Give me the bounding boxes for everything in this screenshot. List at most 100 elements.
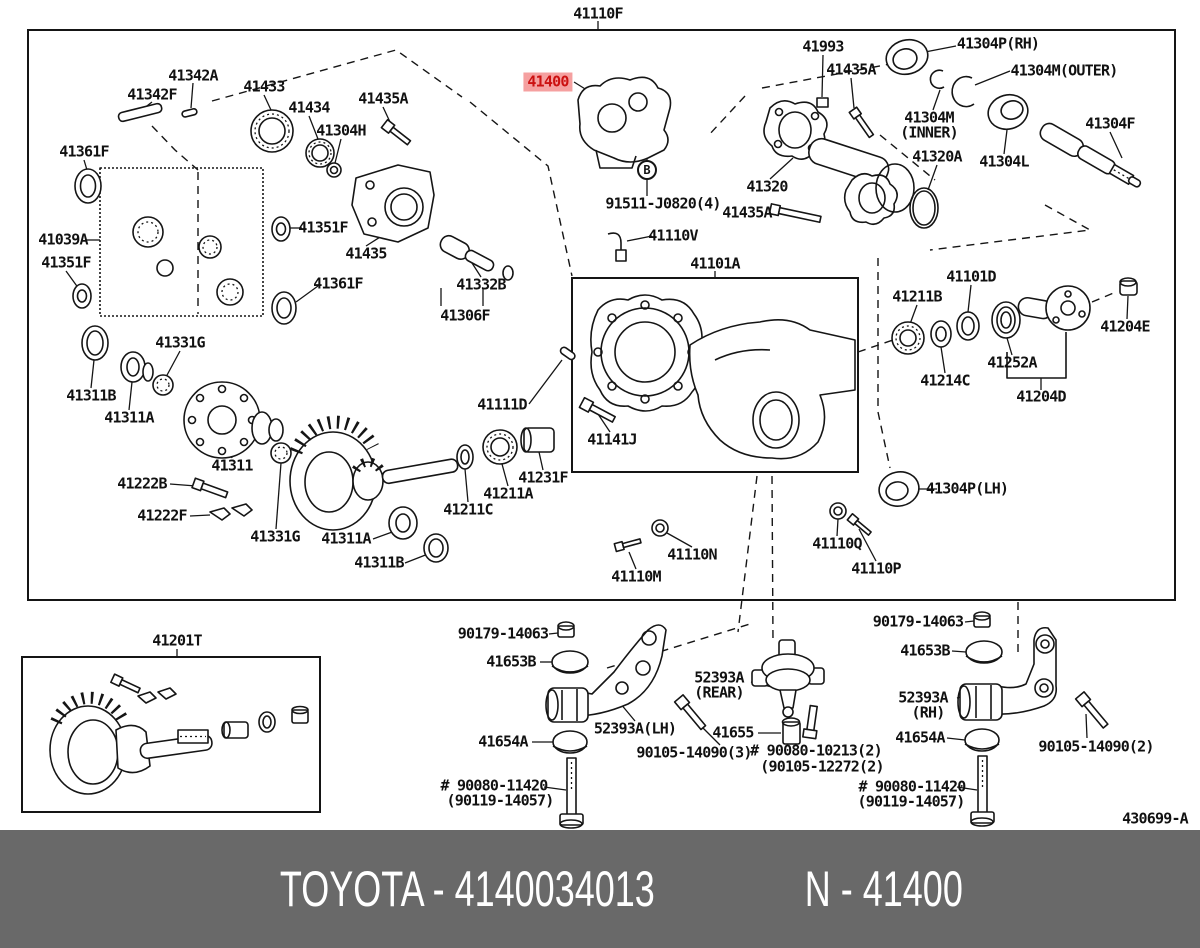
- part-drawing-mount-rh: [957, 611, 1109, 827]
- part-label-41342a: 41342A: [168, 66, 218, 85]
- part-drawing-bolt-41435a-top-left: [380, 118, 412, 146]
- part-drawing-diff-case-41311: [183, 381, 284, 459]
- part-label-41110m: 41110M: [611, 567, 661, 586]
- part-label-90105-12272-2: (90105-12272(2): [760, 757, 884, 776]
- part-label-inner: (INNER): [900, 123, 958, 142]
- part-drawing-carrier-housing: [688, 319, 856, 460]
- part-drawing-seal-41361f: [74, 168, 102, 204]
- part-label-90105-14090-2: 90105-14090(2): [1038, 737, 1154, 756]
- part-drawing-pinion-bearing-row: [456, 427, 555, 470]
- part-drawing-actuator-41400: [577, 76, 672, 169]
- part-drawing-seal-41304p-rh: [885, 38, 929, 76]
- part-drawing-shaft-41304f: [1039, 122, 1142, 188]
- diagram-artwork: [21, 21, 1176, 829]
- part-label-41110p: 41110P: [851, 559, 901, 578]
- part-label-41306f: 41306F: [440, 306, 490, 325]
- part-label-41654a: 41654A: [895, 728, 945, 747]
- part-label-rh: (RH): [911, 703, 946, 722]
- part-label-41201t: 41201T: [152, 631, 202, 650]
- part-drawing-gear-kit-41201t: [49, 673, 309, 795]
- banner-make-and-part-code: TOYOTA - 4140034013: [279, 861, 655, 917]
- part-drawing-bearing-41304l: [987, 93, 1029, 131]
- part-label-41304m: 41304M: [904, 108, 954, 127]
- footer-banner: TOYOTA - 4140034013 N - 41400: [0, 830, 1200, 948]
- part-label-41110q: 41110Q: [812, 534, 862, 553]
- part-drawing-mount-rear: [673, 639, 825, 745]
- part-label-41433: 41433: [243, 77, 285, 96]
- part-label-rear: (REAR): [694, 683, 744, 702]
- part-label-41304f: 41304F: [1085, 114, 1135, 133]
- part-label-41435a: 41435A: [358, 89, 408, 108]
- part-label-41654a: 41654A: [478, 732, 528, 751]
- part-label-41653b: 41653B: [900, 641, 950, 660]
- part-label-41361f: 41361F: [313, 274, 363, 293]
- part-drawing-coupling-41433: [250, 109, 294, 153]
- part-label-90179-14063: 90179-14063: [457, 624, 549, 643]
- part-label-41304l: 41304L: [979, 152, 1029, 171]
- part-label-430699-a: 430699-A: [1122, 809, 1189, 828]
- part-label-41351f: 41351F: [298, 218, 348, 237]
- part-label-41655: 41655: [712, 723, 754, 742]
- part-label-90119-14057: (90119-14057): [446, 791, 554, 810]
- part-drawing-cover-plate: [590, 294, 703, 412]
- part-label-52393a: 52393A: [694, 668, 744, 687]
- part-label-41204d: 41204D: [1016, 387, 1066, 406]
- part-label-90179-14063: 90179-14063: [872, 612, 964, 631]
- part-label-41653b: 41653B: [486, 652, 536, 671]
- part-drawing-ring-gear: [289, 415, 459, 531]
- part-label-41434: 41434: [288, 98, 330, 117]
- part-label-41331g: 41331G: [155, 333, 205, 352]
- part-drawing-race-41101d: [956, 311, 980, 341]
- part-label-41110f: 41110F: [573, 4, 623, 23]
- part-label-41231f: 41231F: [518, 468, 568, 487]
- part-label-52393a-lh: 52393A(LH): [593, 719, 677, 738]
- part-label-90080-11420: # 90080-11420: [858, 777, 966, 796]
- main-diagram-frame: [27, 29, 1176, 601]
- part-label-41222b: 41222B: [117, 474, 167, 493]
- part-label-91511-j0820-4: 91511-J0820(4): [605, 194, 721, 213]
- part-label-41211a: 41211A: [483, 484, 533, 503]
- part-label-41304m-outer: 41304M(OUTER): [1010, 61, 1118, 80]
- part-label-41304h: 41304H: [316, 121, 366, 140]
- part-drawing-bolt-41435a-top-right: [848, 106, 875, 139]
- part-drawing-snapring-inner: [929, 69, 945, 90]
- part-drawing-grommets: [613, 502, 872, 553]
- part-label-41993: 41993: [802, 37, 844, 56]
- part-label-41435: 41435: [345, 244, 387, 263]
- part-label-41304p-lh: 41304P(LH): [925, 479, 1009, 498]
- part-label-41342f: 41342F: [127, 85, 177, 104]
- part-drawing-washers-41351f: [72, 216, 297, 325]
- part-drawing-mount-lh: [545, 621, 667, 829]
- part-drawing-pin-41111d: [559, 346, 576, 361]
- part-drawing-housing-41435: [351, 164, 435, 243]
- part-drawing-breather-41110v: [607, 232, 627, 262]
- part-label-41101a: 41101A: [690, 254, 740, 273]
- part-label-b: B: [637, 160, 657, 180]
- part-drawing-seal-41252a: [991, 301, 1021, 339]
- part-label-41435a: 41435A: [722, 203, 772, 222]
- part-drawing-stub-shaft-41204d: [1017, 285, 1091, 331]
- part-drawing-bolt-41141j: [578, 396, 616, 423]
- part-label-41211c: 41211C: [443, 500, 493, 519]
- part-drawing-lock-plate-41222f: [209, 503, 253, 521]
- part-label-41311a: 41311A: [321, 529, 371, 548]
- part-drawing-washer-41214c: [930, 320, 952, 348]
- part-label-41311a: 41311A: [104, 408, 154, 427]
- part-label-41361f: 41361F: [59, 142, 109, 161]
- part-label-90105-14090-3: 90105-14090(3): [636, 743, 752, 762]
- part-drawing-bolt-41435a-mid: [768, 203, 822, 224]
- part-label-41320a: 41320A: [912, 147, 962, 166]
- part-drawing-side-bearings: [81, 325, 449, 563]
- part-label-41110v: 41110V: [648, 226, 698, 245]
- part-label-41400: 41400: [523, 72, 573, 92]
- part-label-41435a: 41435A: [826, 60, 876, 79]
- part-label-90080-10213-2: # 90080-10213(2): [750, 741, 883, 760]
- part-drawing-shaft-41332b: [439, 234, 514, 281]
- gear-kit-frame: [21, 656, 321, 813]
- part-label-41252a: 41252A: [987, 353, 1037, 372]
- part-label-41141j: 41141J: [587, 430, 637, 449]
- part-label-90080-11420: # 90080-11420: [440, 776, 548, 795]
- part-drawing-flange-41320: [763, 100, 915, 226]
- part-drawing-bolt-41222b: [191, 477, 229, 499]
